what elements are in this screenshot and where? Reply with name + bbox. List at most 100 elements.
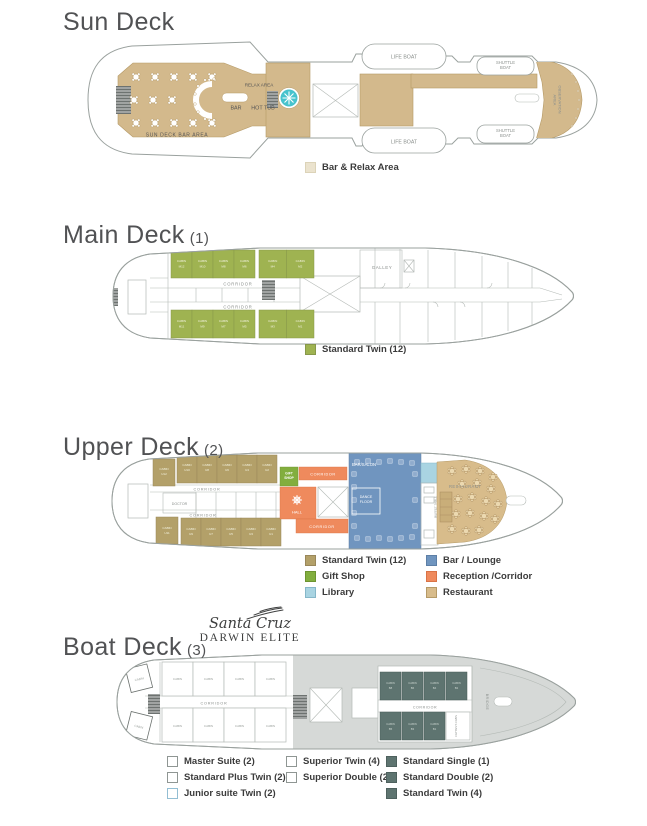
svg-text:B3: B3 bbox=[411, 727, 415, 731]
legend-swatch bbox=[386, 788, 397, 799]
svg-text:M7: M7 bbox=[221, 325, 225, 329]
legend-item: Restaurant bbox=[426, 587, 532, 598]
svg-text:CABIN: CABIN bbox=[198, 319, 207, 323]
svg-text:CABIN: CABIN bbox=[408, 722, 417, 726]
svg-text:CABIN: CABIN bbox=[162, 526, 171, 530]
svg-text:CABIN: CABIN bbox=[266, 677, 275, 681]
legend-swatch bbox=[286, 772, 297, 783]
buffet-table bbox=[439, 491, 453, 523]
svg-text:GIFT: GIFT bbox=[285, 472, 294, 476]
svg-text:CABIN: CABIN bbox=[204, 724, 213, 728]
boat-cabins-left: CABIN CABIN CABIN CABIN CABIN CABIN CABI… bbox=[161, 661, 287, 743]
shuttle-boat-top: SHUTTLE BOAT bbox=[476, 56, 535, 76]
boat-deck-plan: CABIN CABIN CABIN CABIN CABIN CABIN CABI… bbox=[116, 654, 576, 750]
svg-text:CABIN: CABIN bbox=[182, 463, 191, 467]
boat-deck-legend-col3: Standard Single (1) Standard Double (2) … bbox=[386, 756, 493, 804]
engine-casing bbox=[299, 275, 361, 313]
relax-area-label: RELAX AREA bbox=[245, 83, 275, 88]
svg-text:CABIN: CABIN bbox=[134, 724, 144, 730]
svg-text:BOAT: BOAT bbox=[500, 65, 512, 70]
observation-door bbox=[514, 93, 540, 103]
legend-item: Standard Twin (12) bbox=[305, 555, 406, 566]
svg-text:CABIN: CABIN bbox=[222, 463, 231, 467]
sun-walkway-strip bbox=[410, 73, 538, 89]
upper-skylight-box bbox=[317, 486, 349, 518]
svg-text:CAPTAIN'S CABIN: CAPTAIN'S CABIN bbox=[454, 715, 458, 737]
svg-text:CABIN: CABIN bbox=[159, 467, 168, 471]
legend-item: Standard Double (2) bbox=[386, 772, 493, 783]
legend-item: Superior Double (2) bbox=[286, 772, 391, 783]
svg-text:CABIN: CABIN bbox=[386, 722, 395, 726]
stairs bbox=[293, 695, 307, 719]
legend-item: Standard Twin (4) bbox=[386, 788, 493, 799]
svg-text:CABIN: CABIN bbox=[134, 676, 144, 682]
svg-text:CABIN: CABIN bbox=[206, 527, 215, 531]
sun-walkway bbox=[359, 73, 414, 127]
svg-text:CABIN: CABIN bbox=[177, 259, 186, 263]
svg-text:M11: M11 bbox=[179, 325, 185, 329]
svg-text:CABIN: CABIN bbox=[296, 319, 305, 323]
boat-deck-legend-col1: Master Suite (2) Standard Plus Twin (2) … bbox=[167, 756, 286, 804]
upper-corridor-top-label: CORRIDOR bbox=[193, 488, 220, 492]
legend-swatch bbox=[305, 555, 316, 566]
main-corridor-top-label: CORRIDOR bbox=[223, 282, 252, 287]
svg-text:CABIN: CABIN bbox=[430, 681, 439, 685]
svg-text:B4: B4 bbox=[433, 686, 437, 690]
galley-fixture bbox=[403, 259, 415, 273]
bar-stools bbox=[193, 77, 216, 122]
svg-text:CABIN: CABIN bbox=[266, 527, 275, 531]
bar-label: BAR bbox=[230, 106, 241, 112]
svg-text:CABIN: CABIN bbox=[235, 677, 244, 681]
legend-item: Standard Single (1) bbox=[386, 756, 493, 767]
svg-text:CABIN: CABIN bbox=[386, 681, 395, 685]
svg-text:U7: U7 bbox=[209, 532, 213, 536]
life-boat-bottom: LIFE BOAT bbox=[361, 127, 447, 154]
svg-text:U8: U8 bbox=[205, 468, 209, 472]
sun-deck-plan: RELAX AREA BAR HOT TUB SUN DECK BAR AREA… bbox=[87, 41, 598, 159]
legend-item: Library bbox=[305, 587, 406, 598]
dance-floor: DANCE FLOOR bbox=[351, 487, 381, 515]
boat-deck-legend-col2: Superior Twin (4) Superior Double (2) bbox=[286, 756, 391, 788]
legend-item: Bar / Lounge bbox=[426, 555, 532, 566]
svg-text:CABIN: CABIN bbox=[268, 319, 277, 323]
upper-deck-title: Upper Deck(2) bbox=[63, 433, 224, 461]
svg-text:CABIN: CABIN bbox=[219, 259, 228, 263]
legend-swatch bbox=[286, 756, 297, 767]
svg-text:M2: M2 bbox=[298, 265, 302, 269]
logo-script-text: Santa Cruz bbox=[208, 616, 291, 632]
legend-swatch bbox=[305, 571, 316, 582]
legend-item: Reception /Corridor bbox=[426, 571, 532, 582]
bar-top bbox=[221, 92, 249, 103]
ship-logo: Santa Cruz DARWIN ELITE bbox=[192, 606, 308, 645]
svg-text:U5: U5 bbox=[229, 532, 233, 536]
sun-deck-legend: Bar & Relax Area bbox=[305, 162, 399, 178]
bar-counter bbox=[193, 81, 213, 119]
legend-item: Bar & Relax Area bbox=[305, 162, 399, 173]
skylight-box bbox=[312, 83, 359, 118]
upper-corridor-bottom-label: CORRIDOR bbox=[189, 514, 216, 518]
legend-swatch bbox=[305, 162, 316, 173]
hall-sun-icon bbox=[292, 495, 302, 505]
svg-text:LIFE BOAT: LIFE BOAT bbox=[391, 55, 418, 61]
buffet-label: BUFFET TABLE bbox=[434, 496, 438, 518]
svg-text:CABIN: CABIN bbox=[240, 319, 249, 323]
svg-text:CORRIDOR: CORRIDOR bbox=[309, 525, 334, 529]
hot-tub-label: HOT TUB bbox=[251, 106, 275, 112]
logo-bird-icon bbox=[246, 606, 284, 620]
legend-swatch bbox=[426, 571, 437, 582]
observation-chairs bbox=[570, 72, 581, 128]
svg-text:DANCE: DANCE bbox=[360, 495, 373, 499]
svg-text:SHUTTLE: SHUTTLE bbox=[496, 128, 515, 133]
svg-text:CABIN: CABIN bbox=[173, 677, 182, 681]
svg-text:U6: U6 bbox=[225, 468, 229, 472]
svg-text:U10: U10 bbox=[184, 468, 190, 472]
gift-shop bbox=[279, 466, 299, 487]
main-corridor-bottom-label: CORRIDOR bbox=[223, 305, 252, 310]
svg-text:CABIN: CABIN bbox=[408, 681, 417, 685]
bar-salon bbox=[348, 453, 422, 549]
upper-deck-legend-col1: Standard Twin (12) Gift Shop Library bbox=[305, 555, 406, 603]
